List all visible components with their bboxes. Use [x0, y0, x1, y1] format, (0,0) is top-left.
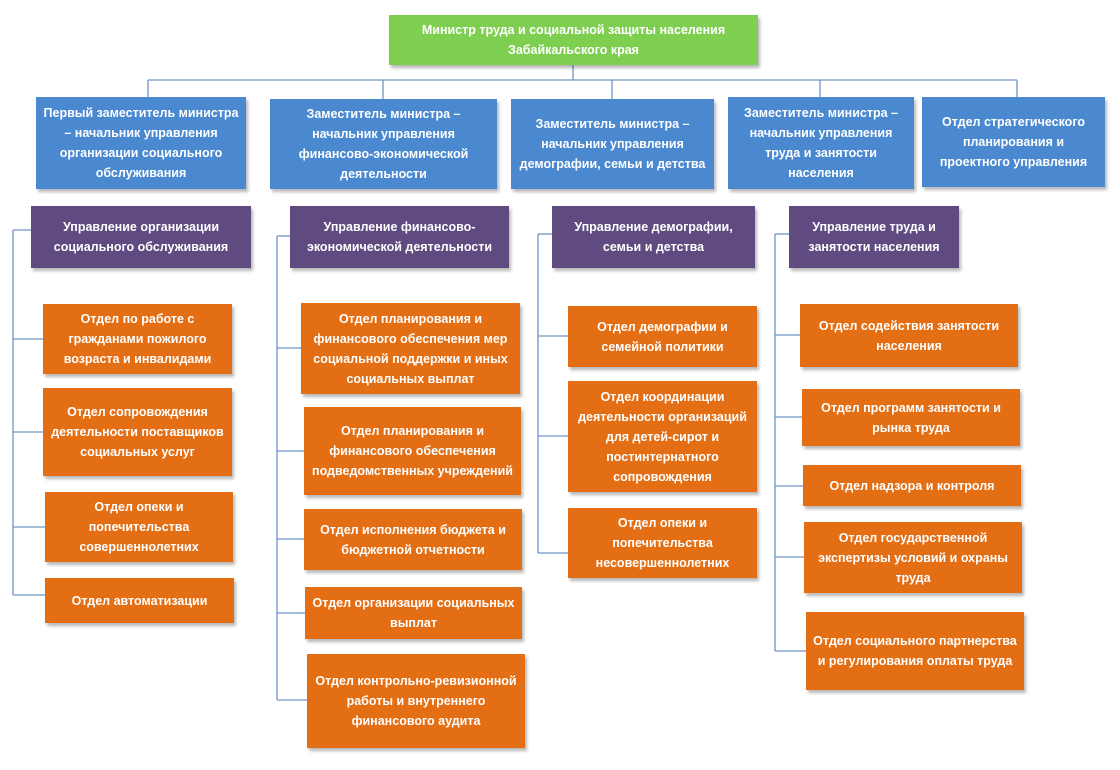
deputy-box-demography: Заместитель министра – начальник управле…: [511, 99, 714, 189]
unit-box: Отдел содействия занятости населения: [800, 304, 1018, 367]
unit-box: Отдел исполнения бюджета и бюджетной отч…: [304, 509, 522, 570]
unit-box: Отдел социального партнерства и регулиро…: [806, 612, 1024, 690]
unit-box: Отдел государственной экспертизы условий…: [804, 522, 1022, 593]
department-label: Управление демографии, семьи и детства: [574, 220, 733, 254]
unit-box: Отдел по работе с гражданами пожилого во…: [43, 304, 232, 374]
unit-label: Отдел по работе с гражданами пожилого во…: [63, 312, 212, 366]
unit-label: Отдел социального партнерства и регулиро…: [813, 634, 1017, 668]
deputy-label: Первый заместитель министра – начальник …: [43, 106, 239, 180]
minister-box: Министр труда и социальной защиты населе…: [389, 15, 758, 65]
deputy-label: Заместитель министра – начальник управле…: [298, 107, 469, 181]
department-box-labor: Управление труда и занятости населения: [789, 206, 959, 268]
unit-box: Отдел опеки и попечительства несовершенн…: [568, 508, 757, 578]
deputy-box-finance: Заместитель министра – начальник управле…: [270, 99, 497, 189]
deputy-label: Отдел стратегического планирования и про…: [939, 115, 1088, 169]
unit-box: Отдел надзора и контроля: [803, 465, 1021, 506]
unit-label: Отдел опеки и попечительства несовершенн…: [595, 516, 730, 570]
unit-label: Отдел государственной экспертизы условий…: [818, 530, 1008, 585]
unit-label: Отдел программ занятости и рынка труда: [821, 400, 1001, 435]
department-box-social-service: Управление организации социального обслу…: [31, 206, 251, 268]
deputy-label: Заместитель министра – начальник управле…: [519, 117, 706, 171]
unit-box: Отдел опеки и попечительства совершеннол…: [45, 492, 233, 562]
strategic-planning-box: Отдел стратегического планирования и про…: [922, 97, 1105, 187]
unit-label: Отдел планирования и финансового обеспеч…: [312, 424, 513, 478]
department-label: Управление труда и занятости населения: [808, 220, 940, 254]
department-box-demography: Управление демографии, семьи и детства: [552, 206, 755, 268]
unit-box: Отдел планирования и финансового обеспеч…: [301, 303, 520, 394]
unit-box: Отдел организации социальных выплат: [305, 587, 522, 639]
deputy-box-labor: Заместитель министра – начальник управле…: [728, 97, 914, 189]
deputy-box-social-service: Первый заместитель министра – начальник …: [36, 97, 246, 189]
deputy-label: Заместитель министра – начальник управле…: [744, 106, 898, 180]
unit-label: Отдел демографии и семейной политики: [597, 319, 728, 354]
unit-box: Отдел сопровождения деятельности поставщ…: [43, 388, 232, 476]
unit-label: Отдел контрольно-ревизионной работы и вн…: [315, 674, 517, 728]
unit-label: Отдел опеки и попечительства совершеннол…: [79, 500, 199, 554]
department-box-finance: Управление финансово-экономической деяте…: [290, 206, 509, 268]
minister-title: Министр труда и социальной защиты населе…: [421, 23, 726, 57]
unit-label: Отдел организации социальных выплат: [312, 596, 515, 630]
unit-label: Отдел координации деятельности организац…: [578, 389, 747, 484]
unit-box: Отдел планирования и финансового обеспеч…: [304, 407, 521, 495]
unit-box: Отдел автоматизации: [45, 578, 234, 623]
department-label: Управление финансово-экономической деяте…: [306, 220, 493, 254]
unit-box: Отдел демографии и семейной политики: [568, 306, 757, 367]
unit-label: Отдел надзора и контроля: [829, 478, 995, 493]
department-label: Управление организации социального обслу…: [53, 220, 229, 254]
unit-label: Отдел содействия занятости населения: [818, 318, 1000, 353]
unit-label: Отдел автоматизации: [71, 593, 208, 608]
unit-label: Отдел исполнения бюджета и бюджетной отч…: [320, 522, 506, 557]
unit-box: Отдел контрольно-ревизионной работы и вн…: [307, 654, 525, 748]
unit-box: Отдел программ занятости и рынка труда: [802, 389, 1020, 446]
unit-label: Отдел планирования и финансового обеспеч…: [313, 311, 508, 386]
unit-label: Отдел сопровождения деятельности поставщ…: [51, 405, 224, 459]
unit-box: Отдел координации деятельности организац…: [568, 381, 757, 492]
